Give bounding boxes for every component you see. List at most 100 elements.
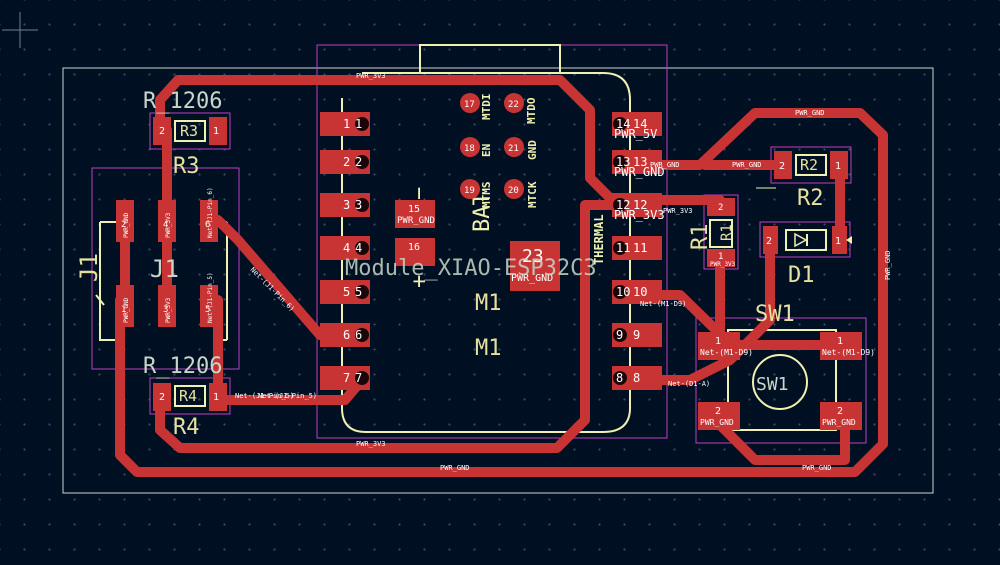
r4-pad-2[interactable]	[153, 383, 171, 411]
r3-pad-1[interactable]	[209, 117, 227, 145]
j1-pad-4[interactable]	[158, 200, 176, 242]
m1-left-pad-num: 5	[343, 285, 350, 299]
m1-left-pad-num-2: 4	[355, 241, 362, 255]
j1-pad-1[interactable]	[116, 285, 134, 327]
m1-left-pad-num: 3	[343, 198, 350, 212]
m1-jtag-label: GND	[526, 140, 539, 160]
crosshair-cursor-icon	[2, 12, 38, 48]
m1-pad-hole-icon	[355, 241, 369, 255]
j1-pad-3[interactable]	[158, 285, 176, 327]
sw1-pad-num: 1	[715, 336, 721, 347]
m1-pad15-num: 15	[408, 204, 420, 215]
m1-bat-plus: +	[407, 275, 432, 288]
r2-ref-inner: R2	[800, 156, 818, 174]
m1-right-pad-num: 14	[616, 117, 630, 131]
m1-jtag-pad-18[interactable]	[460, 137, 480, 157]
net-label-gnd-right: PWR_GND	[884, 250, 892, 280]
r2-footprint[interactable]: 2 1 R2 R2	[774, 151, 848, 211]
sw1-ref-label: SW1	[755, 302, 795, 327]
m1-right-pad-num-2: 11	[633, 241, 647, 255]
m1-jtag-pad-17[interactable]	[460, 93, 480, 113]
m1-left-pad-num-2: 2	[355, 155, 362, 169]
trace-net-labels: PWR_3V3 PWR_3V3 PWR_GND PWR_GND PWR_GND …	[258, 72, 892, 472]
m1-thermal-label: THERMAL	[592, 214, 606, 265]
r1-ref-inner: R1	[719, 224, 735, 241]
r1-pad-2[interactable]	[707, 198, 735, 216]
r4-footprint[interactable]: 2 1 R4 R_1206 R4 Net-(J1-Pin_5)	[143, 354, 294, 440]
m1-right-pad-num-2: 13	[633, 155, 647, 169]
m1-right-pad-num: 9	[616, 328, 623, 342]
sw1-pad-4[interactable]	[820, 402, 862, 430]
r3-pad2-num: 2	[159, 126, 165, 137]
m1-jtag-pad-22[interactable]	[504, 93, 524, 113]
r1-pad-1[interactable]	[707, 249, 735, 267]
d1-ref-label: D1	[788, 263, 815, 288]
r3-pad1-num: 1	[213, 126, 219, 137]
m1-jtag-pad-19[interactable]	[460, 179, 480, 199]
m1-jtag-pad-21[interactable]	[504, 137, 524, 157]
sw1-button-circle	[752, 354, 808, 410]
r4-ref-label: R4	[173, 415, 200, 440]
r1-footprint[interactable]: 2 1 PWR_3V3 R1 R1	[688, 198, 736, 268]
r2-pad-1[interactable]	[830, 151, 848, 179]
j1-pad-net: PWR_GND	[123, 297, 130, 323]
r3-ref-inner: R3	[180, 122, 198, 140]
r3-footprint[interactable]: 2 1 R3 R_1206 R3	[143, 89, 227, 179]
m1-right-pad-net: PWR_5V	[614, 127, 657, 141]
m1-thermal-pad[interactable]	[510, 241, 560, 291]
m1-jtag-pad-20[interactable]	[504, 179, 524, 199]
r4-pad-1[interactable]	[209, 383, 227, 411]
m1-right-pad-net: PWR_3V3	[614, 208, 665, 222]
r1-pad1-num: 1	[718, 252, 723, 262]
d1-pad-2[interactable]	[763, 226, 778, 254]
sw1-footprint[interactable]: 1Net-(M1-D9)1Net-(M1-D9)2PWR_GND2PWR_GND…	[698, 302, 875, 430]
j1-pad-6[interactable]	[200, 200, 218, 242]
r4-pad1-num: 1	[213, 392, 219, 403]
net-label-gnd-m1: PWR_GND	[650, 161, 680, 169]
m1-right-pad-num-2: 12	[633, 198, 647, 212]
m1-pad-16[interactable]	[395, 238, 435, 266]
r2-pad-2[interactable]	[774, 151, 792, 179]
m1-jtag-pad-num: 19	[464, 186, 475, 196]
board-edge-outline	[62, 67, 934, 494]
trace-gnd-outer	[115, 108, 888, 477]
sw1-pad-net: PWR_GND	[822, 418, 856, 427]
net-label-3v3-bottom: PWR_3V3	[356, 440, 386, 448]
d1-pin1-marker-icon	[846, 236, 852, 244]
j1-pad-num: 2	[121, 220, 126, 230]
j1-pad-num: 1	[121, 305, 126, 315]
m1-pad15-net: PWR_GND	[397, 216, 435, 226]
m1-pad-hole-icon	[355, 328, 369, 342]
m1-pad-hole-icon	[355, 285, 369, 299]
m1-bat-label: BAT	[470, 192, 495, 232]
d1-footprint[interactable]: 2 1 D1	[763, 226, 852, 288]
j1-pad-2[interactable]	[116, 200, 134, 242]
r2-pad1-num: 1	[835, 161, 841, 172]
r3-pad-2[interactable]	[153, 117, 171, 145]
m1-pad-hole-icon	[613, 155, 627, 169]
j1-pad-5[interactable]	[200, 285, 218, 327]
sw1-pad-3[interactable]	[698, 402, 740, 430]
m1-pad-15[interactable]	[395, 200, 435, 228]
m1-right-pad-num: 11	[616, 241, 630, 255]
m1-jtag-pad-num: 17	[464, 100, 475, 110]
m1-pad-hole-icon	[355, 117, 369, 131]
j1-pad-num: 3	[163, 305, 168, 315]
m1-left-pad-num: 4	[343, 241, 350, 255]
m1-right-pad-num: 10	[616, 285, 630, 299]
m1-right-pad-net: PWR_GND	[614, 165, 665, 179]
m1-pad-hole-icon	[355, 155, 369, 169]
sw1-pad-2[interactable]	[820, 332, 862, 360]
d1-pad-1[interactable]	[832, 226, 847, 254]
j1-pad-net: PWR_3V3	[165, 297, 172, 323]
sw1-pad-1[interactable]	[698, 332, 740, 360]
r1-body	[709, 219, 733, 248]
m1-thermal-pad-num: 23	[522, 246, 544, 267]
net-label-d1a: Net-(D1-A)	[668, 380, 710, 388]
net-label-gnd-bottom: PWR_GND	[440, 464, 470, 472]
m1-jtag-label: MTDI	[480, 94, 493, 121]
r2-pad2-num: 2	[779, 161, 785, 172]
